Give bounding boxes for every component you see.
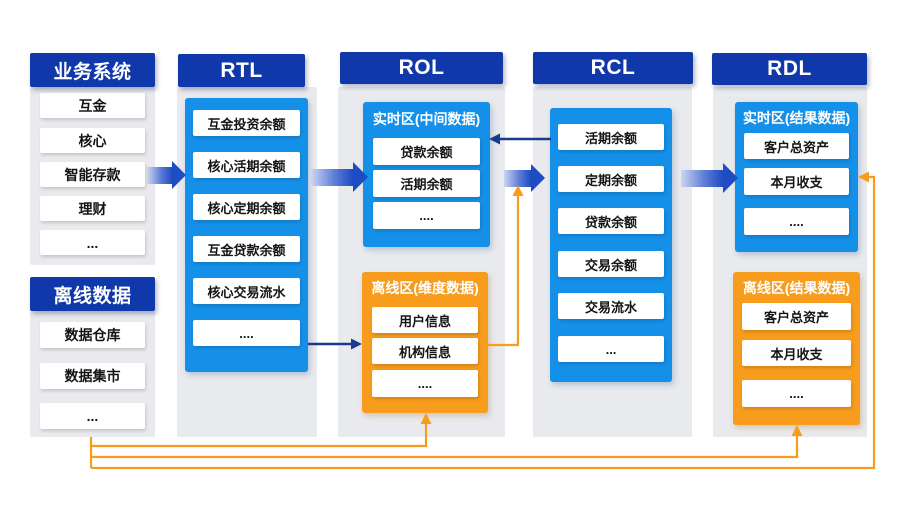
- rcl-header: RCL: [533, 52, 693, 84]
- business-item: 互金: [40, 93, 145, 118]
- rtl-item: 核心定期余额: [193, 194, 300, 220]
- business-item: 核心: [40, 128, 145, 153]
- rol-header: ROL: [340, 52, 503, 84]
- rol-offline-item: ....: [372, 370, 478, 397]
- offline-data-item: ...: [40, 403, 145, 429]
- rdl-offline-item: 本月收支: [742, 340, 851, 366]
- business-item: 智能存款: [40, 162, 145, 187]
- rol-realtime-title: 实时区(中间数据): [372, 111, 481, 127]
- offline-data-item: 数据仓库: [40, 322, 145, 348]
- rdl-realtime-item: 本月收支: [744, 168, 849, 195]
- business-item: ...: [40, 230, 145, 255]
- rol-offline-item: 机构信息: [372, 338, 478, 364]
- rcl-item: 交易余额: [558, 251, 664, 277]
- business-header: 业务系统: [30, 53, 155, 87]
- offline-data-item: 数据集市: [40, 363, 145, 389]
- rtl-item: 核心活期余额: [193, 152, 300, 178]
- rol-offline-title: 离线区(维度数据): [371, 280, 479, 296]
- rdl-offline-title: 离线区(结果数据): [742, 280, 851, 296]
- rdl-offline-item: ....: [742, 380, 851, 407]
- rtl-item: ....: [193, 320, 300, 346]
- rdl-header: RDL: [712, 53, 867, 85]
- rol-realtime-item: 贷款余额: [373, 138, 480, 165]
- rdl-offline-item: 客户总资产: [742, 303, 851, 330]
- rtl-item: 互金贷款余额: [193, 236, 300, 262]
- rtl-item: 核心交易流水: [193, 278, 300, 304]
- rol-realtime-item: ....: [373, 202, 480, 229]
- rdl-realtime-item: 客户总资产: [744, 133, 849, 159]
- rdl-realtime-title: 实时区(结果数据): [742, 110, 851, 126]
- rcl-item: 活期余额: [558, 124, 664, 150]
- rtl-item: 互金投资余额: [193, 110, 300, 136]
- business-item: 理财: [40, 196, 145, 221]
- rcl-item: 交易流水: [558, 293, 664, 319]
- rol-offline-item: 用户信息: [372, 307, 478, 333]
- rtl-header: RTL: [178, 54, 305, 87]
- rcl-item: ...: [558, 336, 664, 362]
- rcl-item: 定期余额: [558, 166, 664, 192]
- rdl-realtime-item: ....: [744, 208, 849, 235]
- rol-realtime-item: 活期余额: [373, 170, 480, 197]
- rcl-item: 贷款余额: [558, 208, 664, 234]
- offline-data-header: 离线数据: [30, 277, 155, 311]
